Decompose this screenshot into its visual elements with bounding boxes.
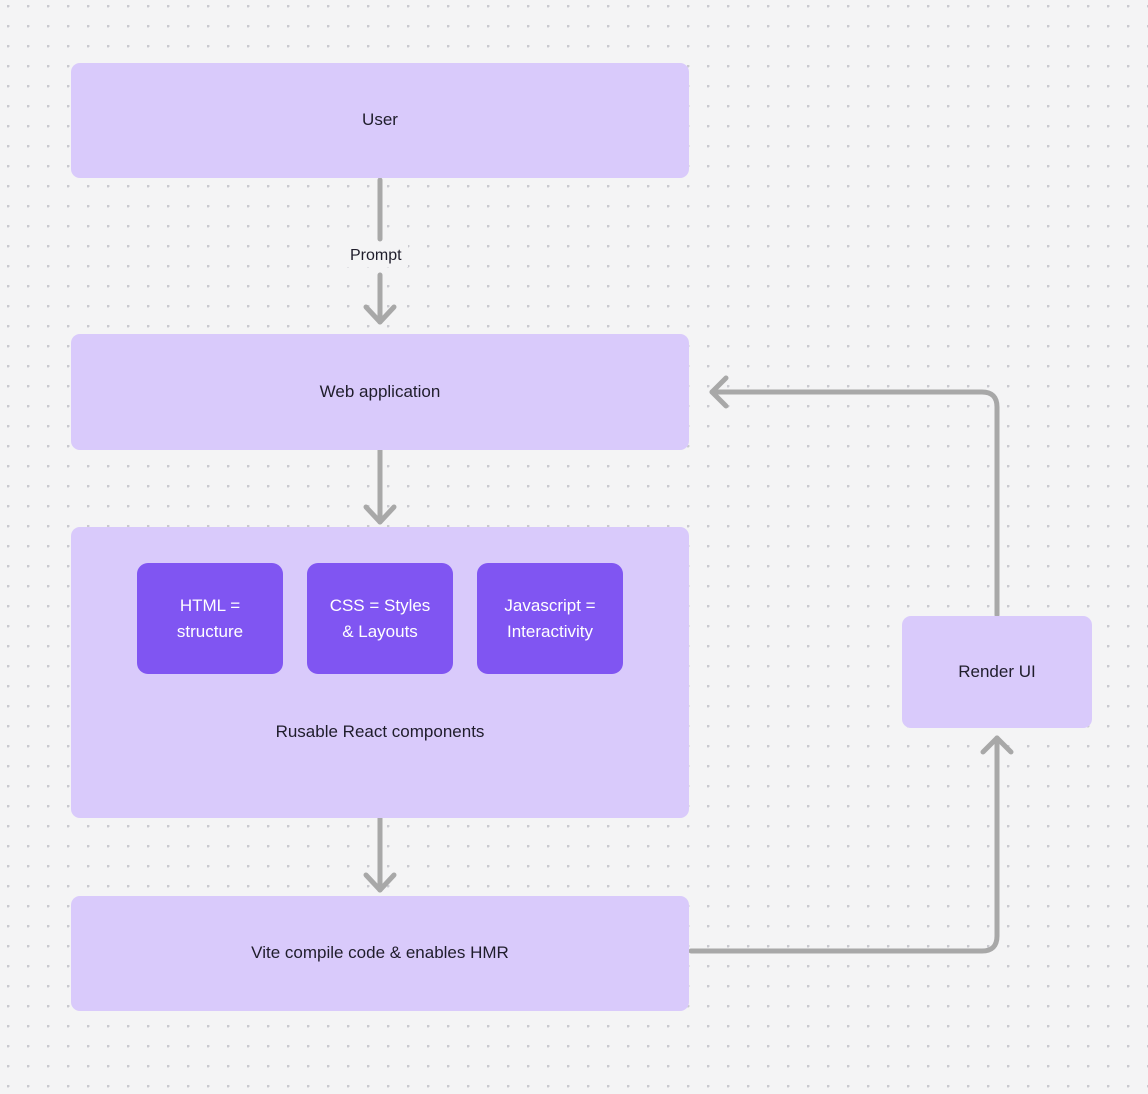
node-css-line1: CSS = Styles xyxy=(329,596,431,615)
node-html-line2: structure xyxy=(176,621,244,641)
node-css-line2: & Layouts xyxy=(342,621,418,641)
arrowhead-down-components xyxy=(363,504,397,525)
node-javascript-line2: Interactivity xyxy=(507,621,593,641)
node-web-application-label: Web application xyxy=(319,381,441,401)
arrowhead-down-web xyxy=(363,304,397,325)
node-javascript-line1: Javascript = xyxy=(504,596,596,615)
arrowhead-down-vite xyxy=(363,872,397,893)
arrowhead-left-web xyxy=(709,375,729,409)
node-render-ui-label: Render UI xyxy=(958,661,1036,681)
arrowhead-up-render xyxy=(980,735,1014,755)
node-vite[interactable]: Vite compile code & enables HMR xyxy=(71,896,689,1011)
node-user-label: User xyxy=(362,110,398,130)
node-render-ui[interactable]: Render UI xyxy=(902,616,1092,728)
node-html-line1: HTML = xyxy=(179,596,241,615)
edge-render-to-web xyxy=(709,389,1000,618)
node-css[interactable]: CSS = Styles & Layouts xyxy=(307,563,453,674)
node-html[interactable]: HTML = structure xyxy=(137,563,283,674)
node-javascript[interactable]: Javascript = Interactivity xyxy=(477,563,623,674)
node-web-application[interactable]: Web application xyxy=(71,334,689,450)
edge-vite-to-render xyxy=(688,735,1000,954)
node-user[interactable]: User xyxy=(71,63,689,178)
node-vite-label: Vite compile code & enables HMR xyxy=(251,943,509,963)
edge-label-prompt: Prompt xyxy=(344,245,408,267)
node-components-group-label: Rusable React components xyxy=(275,722,485,741)
